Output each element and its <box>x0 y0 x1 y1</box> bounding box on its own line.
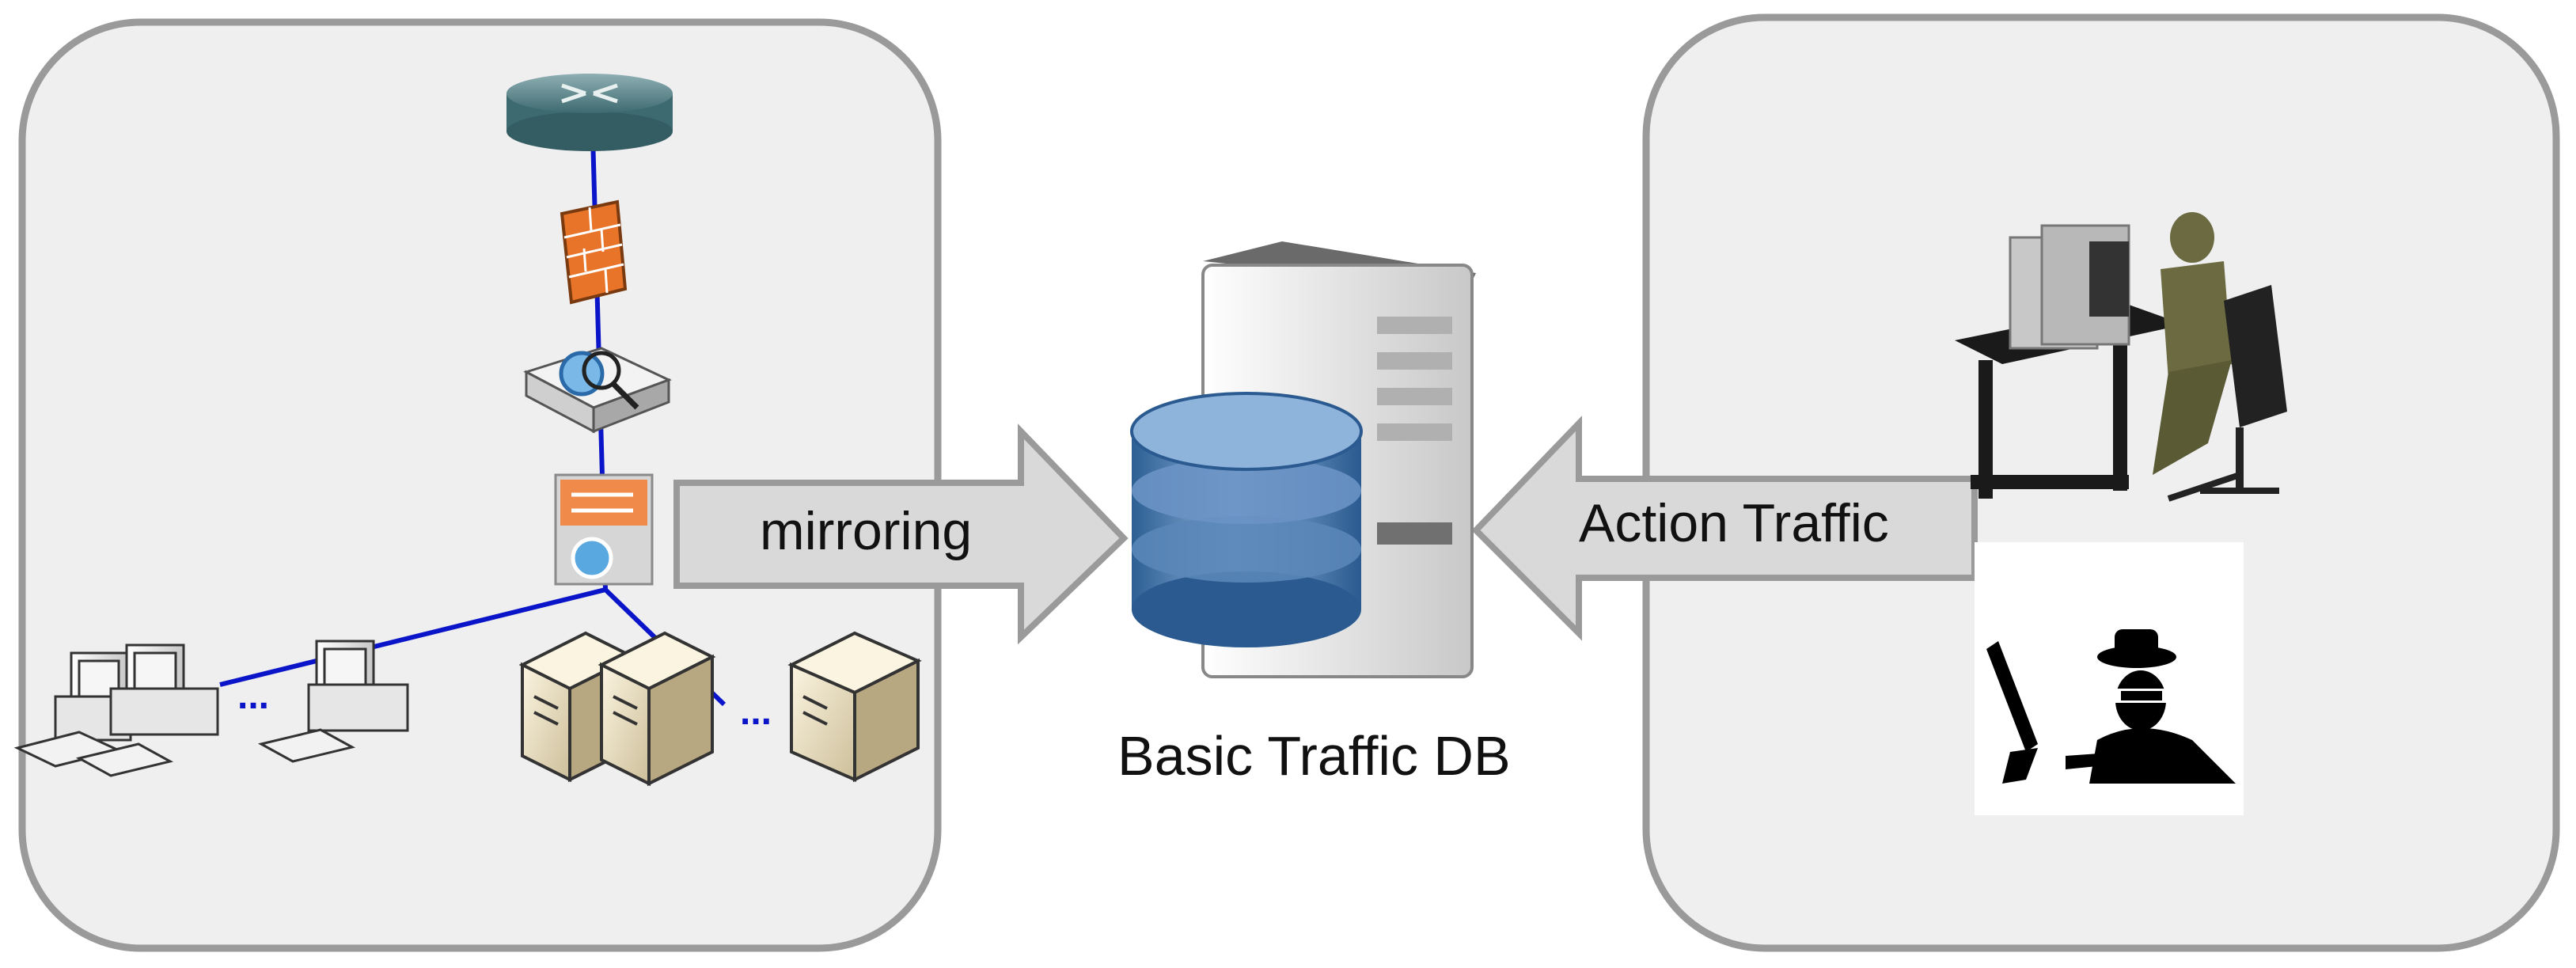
database-server-icon <box>1130 241 1476 678</box>
action-traffic-label: Action Traffic <box>1579 493 1889 553</box>
action-traffic-arrow <box>1471 416 1978 641</box>
server-icon <box>518 631 922 787</box>
soldier-at-computer-icon <box>1955 212 2287 502</box>
workstation-ellipsis: ... <box>237 675 269 717</box>
mirroring-arrow <box>673 423 1129 645</box>
firewall-icon <box>560 199 628 305</box>
basic-traffic-db-label: Basic Traffic DB <box>1117 725 1511 787</box>
workstation-icon <box>13 640 409 777</box>
router-icon <box>506 74 673 151</box>
server-ellipsis: ... <box>740 691 772 733</box>
switch-icon <box>554 473 654 586</box>
hacker-icon <box>1975 542 2244 815</box>
mirroring-label: mirroring <box>760 501 973 561</box>
ips-appliance-icon <box>523 347 672 434</box>
